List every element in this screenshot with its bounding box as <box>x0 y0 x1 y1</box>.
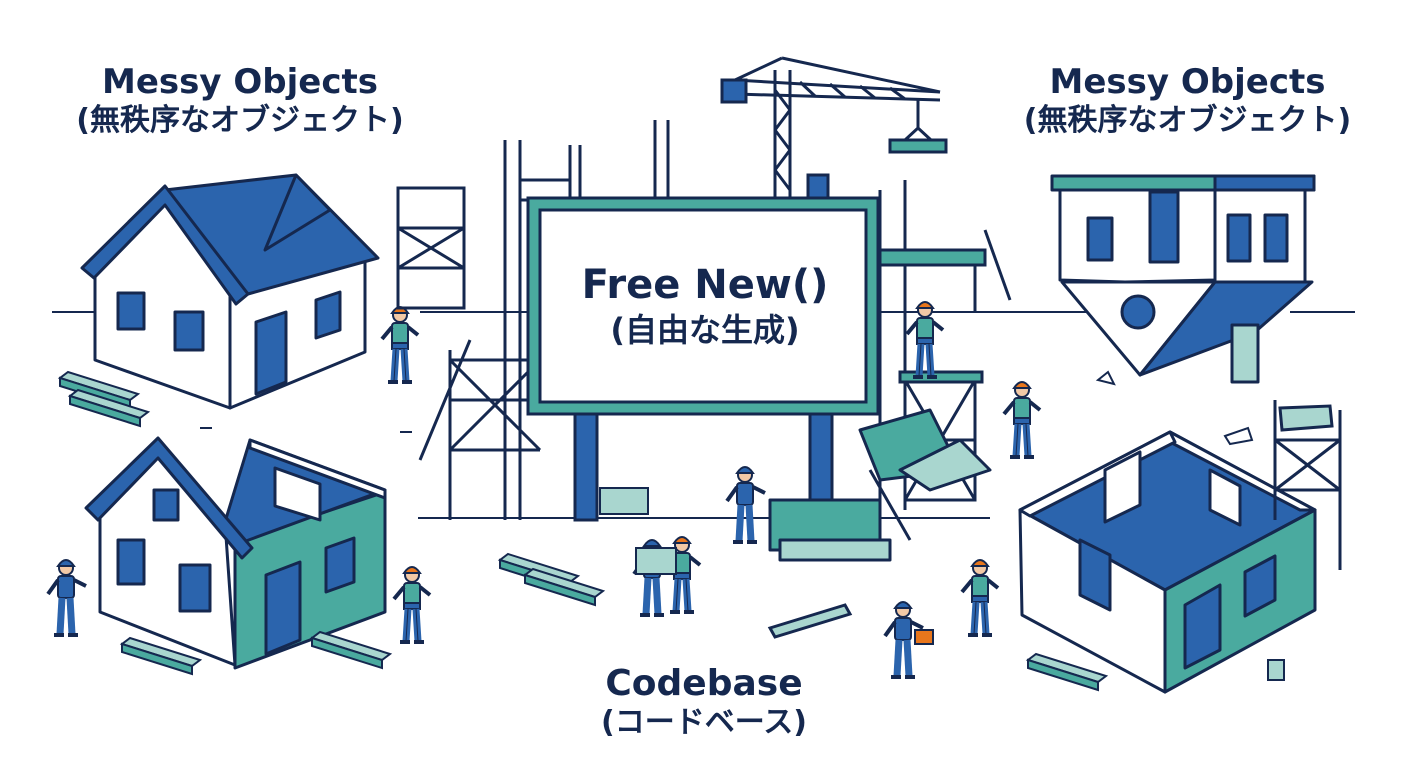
worker-icon <box>727 467 765 544</box>
label-messy-objects-left: Messy Objects (無秩序なオブジェクト) <box>40 62 440 139</box>
sign-title: Free New() <box>581 262 829 308</box>
crate <box>599 487 649 515</box>
rubble <box>1267 659 1285 681</box>
house-icon <box>1018 430 1317 694</box>
debris-pile <box>768 408 992 562</box>
platform <box>898 370 984 384</box>
rubble <box>1223 426 1254 446</box>
sign-board-icon <box>526 196 880 522</box>
label-subtitle: (無秩序なオブジェクト) <box>1023 102 1352 138</box>
worker-icon <box>382 307 418 384</box>
plank <box>1027 653 1107 691</box>
house-icon <box>80 173 380 410</box>
label-messy-objects-right: Messy Objects (無秩序なオブジェクト) <box>985 62 1390 139</box>
sign-subtitle: (自由な生成) <box>610 311 800 349</box>
worker-icon <box>907 302 943 379</box>
crane-icon <box>734 56 941 200</box>
house-icon <box>84 436 387 670</box>
label-codebase: Codebase (コードベース) <box>504 662 904 741</box>
worker-icon <box>394 567 430 644</box>
beam <box>878 248 987 267</box>
rubble <box>1095 370 1116 386</box>
plank-rod <box>767 603 853 639</box>
broken-slab <box>1278 404 1334 432</box>
toolbox <box>914 629 934 645</box>
label-subtitle: (無秩序なオブジェクト) <box>76 102 404 138</box>
carried-box <box>635 547 677 575</box>
worker-icon <box>962 560 998 637</box>
label-title: Messy Objects <box>102 62 378 102</box>
crane-load <box>888 138 948 154</box>
plank-pile <box>59 371 149 427</box>
label-title: Messy Objects <box>1049 62 1326 102</box>
worker-icon <box>48 560 86 637</box>
scaffold-icon <box>1273 400 1342 570</box>
label-title: Codebase <box>605 663 803 704</box>
crane-counterweight <box>720 78 748 104</box>
worker-icon <box>1004 382 1040 459</box>
sign-board-text: Free New() (自由な生成) <box>540 260 870 350</box>
house-icon <box>1050 174 1316 384</box>
label-subtitle: (コードベース) <box>601 705 807 741</box>
plank <box>311 631 391 669</box>
